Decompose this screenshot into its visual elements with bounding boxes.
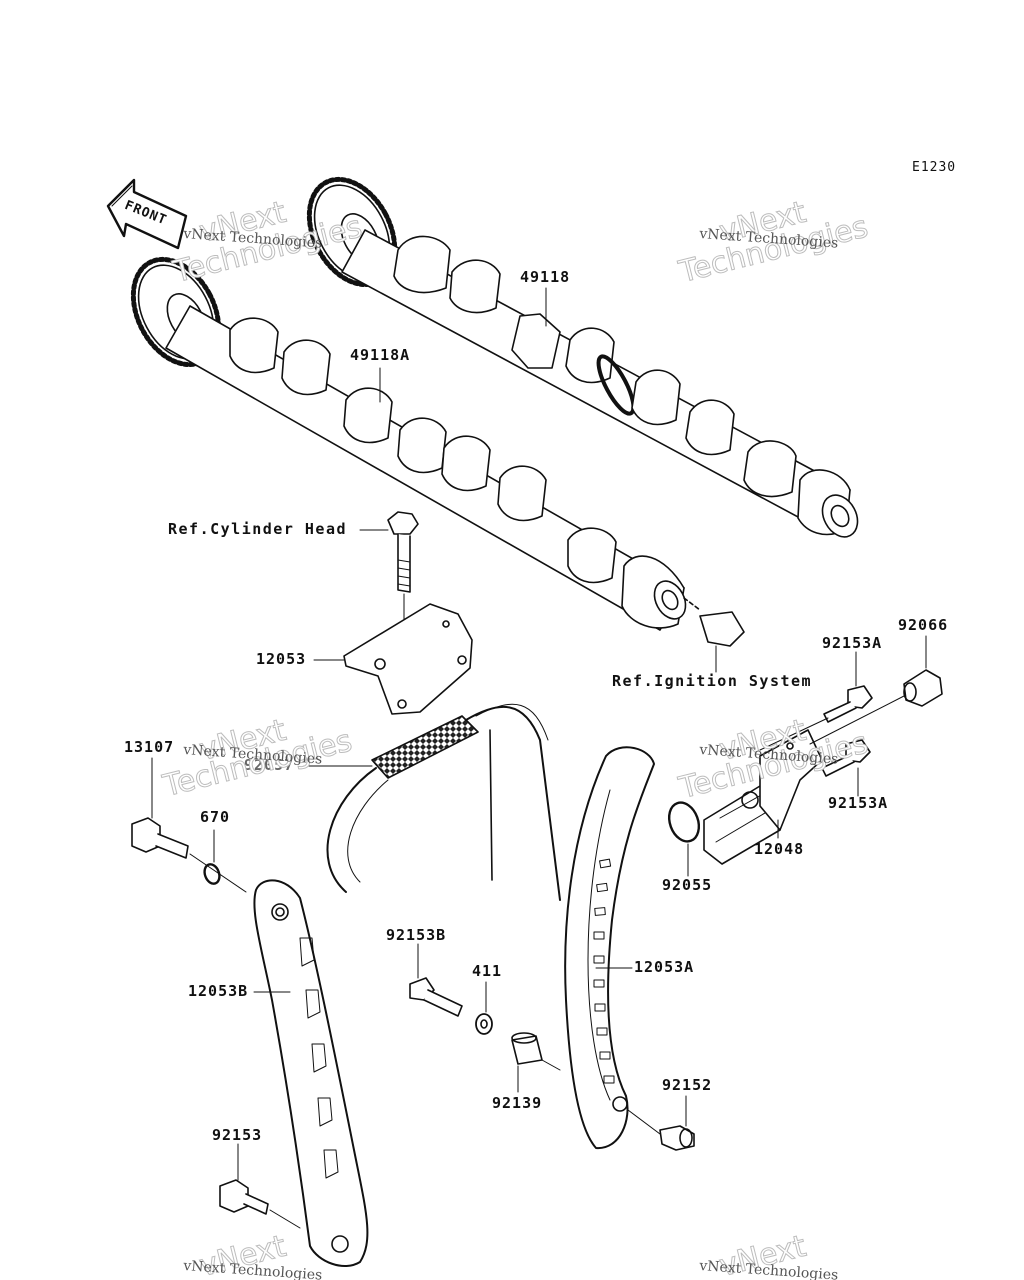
part-label-12048[interactable]: 12048 — [754, 840, 805, 858]
collar-92139-drawing — [511, 1032, 561, 1071]
tensioner-bolt-upper-drawing — [759, 685, 873, 751]
ref-cylinder-head-label[interactable]: Ref.Cylinder Head — [168, 520, 348, 538]
part-label-12053b[interactable]: 12053B — [188, 982, 249, 1000]
part-label-12053a[interactable]: 12053A — [634, 958, 695, 976]
guide-bolt-13107-drawing — [131, 817, 247, 893]
tensioner-cap-bolt-drawing — [809, 669, 943, 745]
guide-bolt-92153-drawing — [219, 1179, 301, 1229]
part-label-13107[interactable]: 13107 — [124, 738, 175, 756]
leader-lines — [151, 287, 927, 1181]
part-label-670[interactable]: 670 — [200, 808, 231, 826]
front-arrow-icon — [106, 178, 188, 250]
part-label-12053[interactable]: 12053 — [256, 650, 307, 668]
chain-guide-left-drawing — [253, 879, 369, 1267]
part-label-92152[interactable]: 92152 — [662, 1076, 713, 1094]
tensioner-gasket-drawing — [667, 801, 701, 843]
chain-guide-right-drawing — [564, 746, 655, 1150]
part-label-92153a-top[interactable]: 92153A — [822, 634, 883, 652]
intake-camshaft-drawing — [130, 256, 745, 647]
part-label-411[interactable]: 411 — [472, 962, 503, 980]
part-label-92153[interactable]: 92153 — [212, 1126, 263, 1144]
part-label-92055[interactable]: 92055 — [662, 876, 713, 894]
o-ring-670-drawing — [203, 863, 221, 885]
ref-ignition-system-label[interactable]: Ref.Ignition System — [612, 672, 813, 690]
chain-tensioner-drawing — [703, 729, 823, 865]
part-label-92153b[interactable]: 92153B — [386, 926, 447, 944]
part-label-49118a[interactable]: 49118A — [350, 346, 411, 364]
tensioner-bolt-lower-drawing — [821, 739, 871, 777]
exhaust-camshaft-drawing — [306, 176, 859, 538]
washer-411-drawing — [475, 1013, 493, 1035]
part-label-49118[interactable]: 49118 — [520, 268, 571, 286]
diagram-code: E1230 — [912, 160, 957, 175]
guide-bolt-92153b-drawing — [409, 977, 463, 1017]
camshaft-chain-guide-bracket-drawing — [343, 603, 473, 715]
part-label-92066[interactable]: 92066 — [898, 616, 949, 634]
part-label-92153a-bottom[interactable]: 92153A — [828, 794, 889, 812]
cam-chain-drawing — [326, 703, 561, 901]
part-label-92139[interactable]: 92139 — [492, 1094, 543, 1112]
part-label-92057[interactable]: 92057 — [244, 756, 295, 774]
guide-pivot-collar-drawing — [627, 1109, 695, 1151]
